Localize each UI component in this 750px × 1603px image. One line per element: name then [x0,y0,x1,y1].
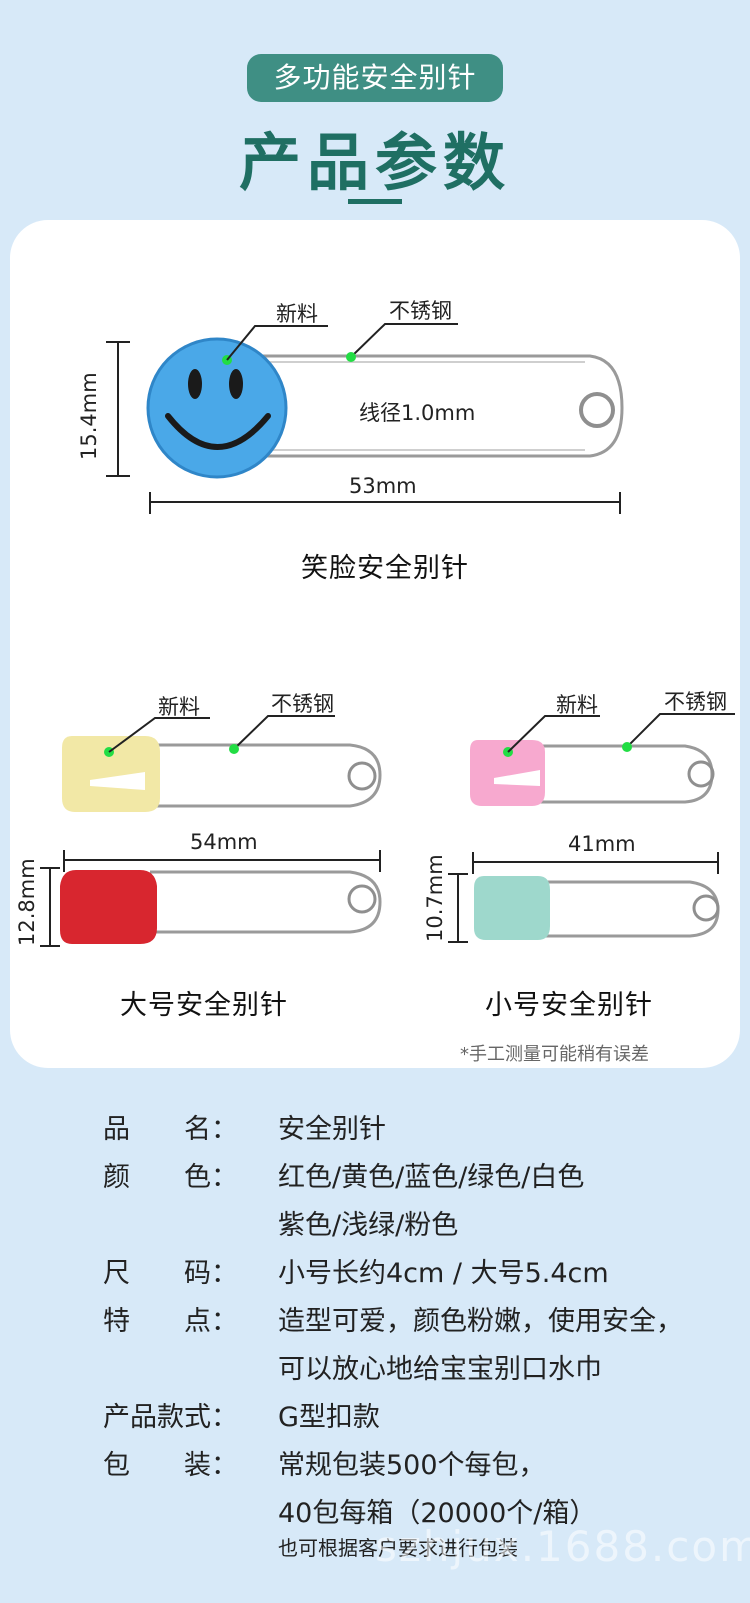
smiley-label-steel: 不锈钢 [389,299,452,323]
large-label-material: 新料 [158,695,200,719]
spec-color-value-2: 紫色/浅绿/粉色 [278,1210,459,1241]
small-label-material: 新料 [556,693,598,717]
spec-color-key: 颜 色： [103,1162,238,1193]
spec-size-key: 尺 码： [103,1258,238,1289]
small-height-dimension [448,873,468,943]
spec-feature-value-2: 可以放心地给宝宝别口水巾 [278,1354,602,1385]
pink-callouts [507,713,735,753]
small-height-label: 10.7mm [423,854,447,942]
yellow-pin-wire [150,743,382,808]
measurement-note: *手工测量可能稍有误差 [460,1044,649,1065]
large-label-steel: 不锈钢 [271,692,334,716]
spec-pack-value-2: 40包每箱（20000个/箱） [278,1498,597,1529]
pink-pin-wire [535,744,715,804]
smiley-callouts [226,323,458,361]
yellow-cap-icon [62,736,160,812]
large-caption: 大号安全别针 [120,990,288,1021]
spec-color-value-1: 红色/黄色/蓝色/绿色/白色 [278,1162,585,1193]
smiley-height-label: 15.4mm [77,372,101,460]
large-height-dimension [40,867,60,947]
large-length-dimension [63,850,381,872]
spec-pack-value-1: 常规包装500个每包， [278,1450,546,1481]
smiley-pin-wire [260,354,624,458]
large-height-label: 12.8mm [15,858,39,946]
smiley-head-icon [146,337,288,479]
smiley-label-material: 新料 [276,302,318,326]
small-label-steel: 不锈钢 [664,690,727,714]
pink-cap-icon [470,740,545,806]
spec-feature-key: 特 点： [103,1306,238,1337]
spec-style-value: G型扣款 [278,1402,380,1433]
red-pin-wire [150,870,382,934]
page-title: 产品参数 [238,126,511,199]
smiley-wire-gauge: 线径1.0mm [359,401,476,425]
spec-name-value: 安全别针 [278,1114,386,1145]
spec-feature-value-1: 造型可爱，颜色粉嫩，使用安全， [278,1306,683,1337]
mint-pin-wire [535,880,720,938]
mint-cap-icon [474,876,550,940]
yellow-callouts [108,715,335,753]
large-length-label: 54mm [190,830,258,854]
watermark: szhjux.1688.com [375,1522,750,1571]
small-caption: 小号安全别针 [485,990,653,1021]
smiley-caption: 笑脸安全别针 [301,553,469,584]
spec-pack-note: 也可根据客户要求进行包装 [278,1536,518,1560]
smiley-length-label: 53mm [349,474,417,498]
spec-size-value: 小号长约4cm / 大号5.4cm [278,1258,609,1289]
smiley-height-dimension [106,341,130,477]
header-badge: 多功能安全别针 [247,54,503,102]
title-underline [348,199,402,204]
red-cap-icon [60,870,157,944]
spec-style-key: 产品款式： [103,1402,238,1433]
small-length-dimension [472,852,719,874]
spec-name-key: 品 名： [103,1114,238,1145]
spec-pack-key: 包 装： [103,1450,238,1481]
small-length-label: 41mm [568,832,636,856]
smiley-length-dimension [149,492,621,514]
